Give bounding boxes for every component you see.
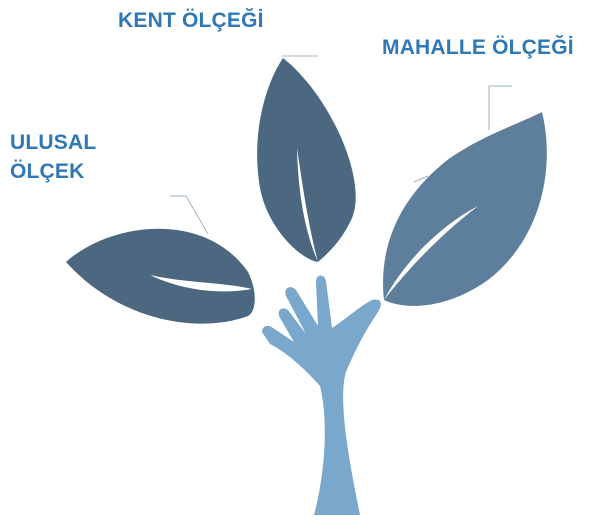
ulusal-olcek-label: ULUSAL ÖLÇEK [10, 128, 96, 186]
kent-olcegi-label: KENT ÖLÇEĞİ [118, 9, 264, 32]
left-leaf-icon [66, 228, 255, 324]
left-leaf-vein [150, 275, 252, 292]
ulusal-olcek-label-line1: ULUSAL [10, 131, 97, 154]
right-leaf-icon [383, 112, 547, 306]
connector-mahalle [488, 85, 512, 130]
center-leaf-icon [257, 58, 356, 262]
hand-trunk-icon [262, 275, 381, 515]
connector-lines [170, 55, 512, 235]
connector-mahalle-lower [413, 175, 429, 183]
mahalle-olcegi-label: MAHALLE ÖLÇEĞİ [382, 36, 574, 59]
connector-ulusal [170, 195, 209, 235]
ulusal-olcek-label-line2: ÖLÇEK [10, 160, 85, 183]
